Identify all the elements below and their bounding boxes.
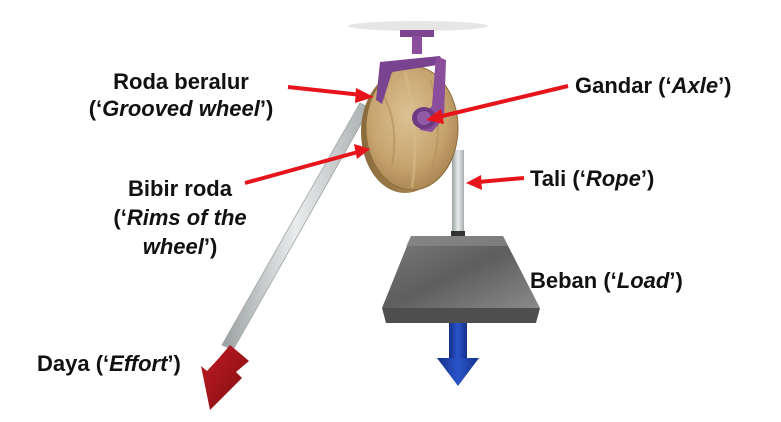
label-grooved-wheel-line2: (‘Grooved wheel’) bbox=[88, 96, 274, 121]
pointer-rims bbox=[244, 144, 370, 185]
label-grooved-wheel: Roda beralur (‘Grooved wheel’) bbox=[56, 68, 306, 122]
label-rims-line1: Bibir roda bbox=[128, 176, 232, 201]
axle bbox=[417, 111, 431, 125]
label-rope: Tali (‘Rope’) bbox=[530, 166, 655, 191]
label-rims: Bibir roda (‘Rims of the wheel’) bbox=[85, 174, 275, 261]
effort-arrow bbox=[201, 345, 249, 410]
pointer-rope bbox=[466, 175, 525, 190]
label-rims-line2: (‘Rims of the bbox=[113, 205, 247, 230]
load-block bbox=[382, 231, 540, 323]
ceiling-shadow bbox=[348, 21, 488, 31]
label-grooved-wheel-line1: Roda beralur bbox=[113, 69, 249, 94]
label-load: Beban (‘Load’) bbox=[530, 268, 683, 293]
load-arrow bbox=[437, 323, 479, 386]
label-rims-line3: wheel’) bbox=[142, 234, 218, 259]
label-axle: Gandar (‘Axle’) bbox=[575, 73, 732, 98]
pointer-axle bbox=[426, 84, 569, 124]
load-rope bbox=[452, 150, 464, 236]
label-effort: Daya (‘Effort’) bbox=[37, 351, 181, 376]
pointer-grooved-wheel bbox=[287, 85, 374, 103]
